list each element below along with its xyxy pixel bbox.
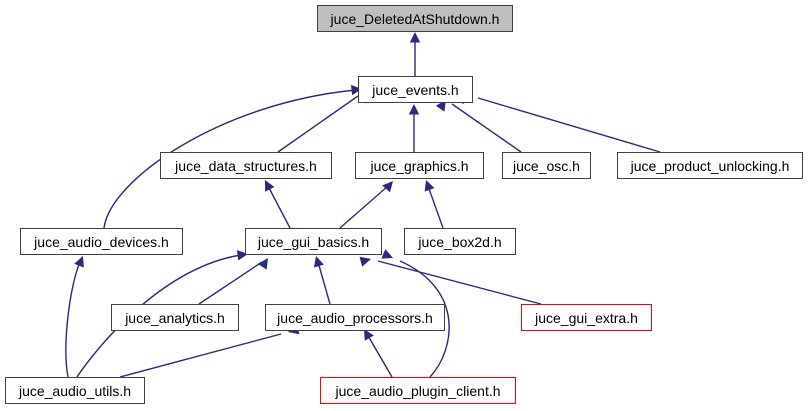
node-graphics[interactable]: juce_graphics.h (355, 152, 484, 179)
node-box2d[interactable]: juce_box2d.h (404, 228, 516, 255)
node-data_structures[interactable]: juce_data_structures.h (160, 152, 332, 179)
arrowhead-box2d-to-graphics (424, 180, 435, 192)
edge-gui_basics-to-data_structures (267, 185, 291, 229)
edge-audio_plugin_client-to-audio_processors (366, 333, 393, 378)
node-label-events: juce_events.h (372, 81, 459, 98)
node-audio_utils[interactable]: juce_audio_utils.h (5, 377, 145, 404)
arrowhead-gui_extra-to-gui_basics (359, 256, 371, 267)
node-label-graphics: juce_graphics.h (370, 157, 469, 174)
edge-audio_utils-to-audio_devices (65, 261, 81, 378)
node-label-analytics: juce_analytics.h (125, 309, 225, 326)
edge-product_unlocking-to-events (477, 97, 661, 153)
arrowhead-analytics-to-gui_basics (257, 258, 268, 270)
arrowhead-audio_plugin_client-to-gui_basics (381, 249, 393, 259)
edge-box2d-to-graphics (427, 185, 444, 229)
node-label-osc: juce_osc.h (513, 157, 580, 174)
node-events[interactable]: juce_events.h (358, 76, 473, 103)
node-label-audio_processors: juce_audio_processors.h (277, 309, 433, 326)
edge-audio_processors-to-gui_basics (317, 261, 331, 305)
node-audio_devices[interactable]: juce_audio_devices.h (20, 228, 183, 255)
node-label-gui_extra: juce_gui_extra.h (535, 309, 638, 326)
node-label-product_unlocking: juce_product_unlocking.h (630, 157, 790, 174)
arrowhead-audio_processors-to-gui_basics (313, 256, 324, 268)
edge-osc-to-events (451, 103, 522, 153)
node-label-audio_utils: juce_audio_utils.h (18, 382, 132, 399)
node-label-audio_devices: juce_audio_devices.h (34, 233, 169, 250)
node-gui_basics[interactable]: juce_gui_basics.h (245, 228, 382, 255)
node-analytics[interactable]: juce_analytics.h (111, 304, 239, 331)
arrowhead-audio_utils-to-audio_devices (74, 256, 84, 268)
node-label-data_structures: juce_data_structures.h (175, 157, 317, 174)
edge-gui_extra-to-gui_basics (377, 260, 542, 305)
node-label-box2d: juce_box2d.h (418, 233, 502, 250)
node-osc[interactable]: juce_osc.h (502, 152, 591, 179)
node-product_unlocking[interactable]: juce_product_unlocking.h (617, 152, 803, 179)
arrowhead-gui_basics-to-graphics (382, 181, 393, 193)
arrowhead-events-to-deleted_at_shutdown (409, 32, 421, 43)
node-label-gui_basics: juce_gui_basics.h (257, 233, 370, 250)
edge-analytics-to-gui_basics (198, 261, 263, 305)
edge-gui_basics-to-graphics (339, 185, 389, 229)
edge-data_structures-to-events (277, 95, 359, 153)
edge-audio_utils-to-audio_processors (119, 333, 282, 378)
arrowhead-graphics-to-events (408, 104, 420, 115)
node-gui_extra[interactable]: juce_gui_extra.h (521, 304, 652, 331)
node-audio_processors[interactable]: juce_audio_processors.h (265, 304, 445, 331)
node-label-deleted_at_shutdown: juce_DeletedAtShutdown.h (330, 10, 500, 27)
arrowhead-gui_basics-to-data_structures (265, 180, 275, 192)
node-audio_plugin_client[interactable]: juce_audio_plugin_client.h (320, 377, 516, 404)
node-label-audio_plugin_client: juce_audio_plugin_client.h (335, 382, 501, 399)
node-deleted_at_shutdown[interactable]: juce_DeletedAtShutdown.h (317, 5, 513, 32)
